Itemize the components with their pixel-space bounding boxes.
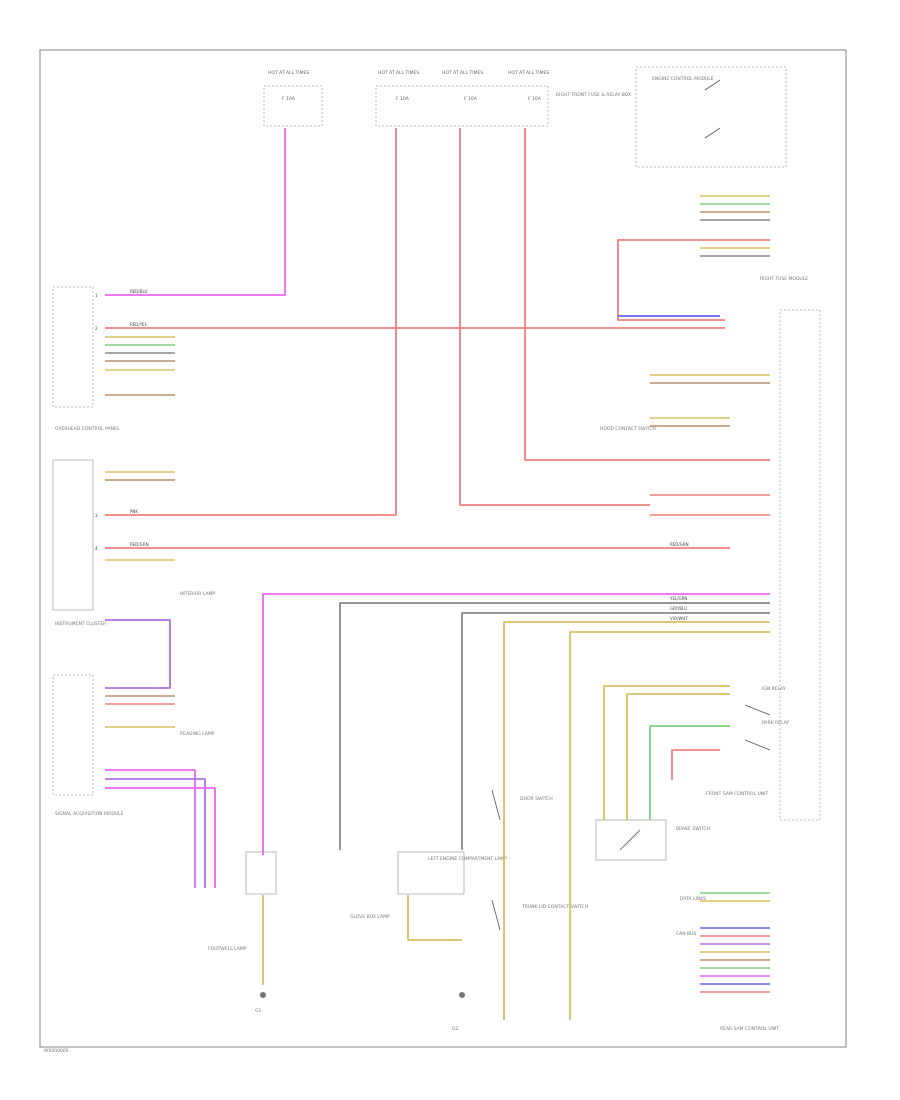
wire-label-7: GRY/BLU xyxy=(670,606,687,611)
fuse-top-label-2: HOT AT ALL TIMES xyxy=(378,70,419,76)
fuse-top-label-4: HOT AT ALL TIMES xyxy=(508,70,549,76)
front-sam-label: FRONT SAM CONTROL UNIT xyxy=(706,791,769,797)
switch-relay-top-1 xyxy=(704,79,721,91)
grounds xyxy=(260,992,465,998)
wire-red-main-2 xyxy=(459,128,650,506)
footwell-lamp-label: FOOTWELL LAMP xyxy=(208,946,247,952)
fuse-small-4: F 10A xyxy=(528,96,542,102)
wire-violet-signal-2 xyxy=(105,778,206,888)
wire-label-5: PNK xyxy=(130,509,138,514)
ign-relay-label: IGN RELAY xyxy=(762,686,786,692)
fuse-small-1: F 10A xyxy=(282,96,296,102)
wire-yellow-loop xyxy=(407,895,462,941)
pin-1: 1 xyxy=(95,293,98,298)
wire-code-labels: RED/BLU RED/YEL RED/GRN RED/GRN PNK YEL/… xyxy=(95,289,689,621)
fuse-box-left xyxy=(263,85,323,127)
ground-1-dot xyxy=(260,992,266,998)
signal-module-box xyxy=(52,674,94,796)
wire-yellow-long xyxy=(503,621,770,1020)
switch-relay-inner xyxy=(619,829,641,851)
ground-2-label: G2 xyxy=(452,1026,458,1032)
ground-1-label: G1 xyxy=(255,1008,261,1014)
wire-label-8: VIO/WHT xyxy=(670,616,688,621)
wire-red-main-1 xyxy=(105,128,397,516)
wire-violet-signal xyxy=(105,619,171,689)
module-bottom-mid xyxy=(397,851,465,895)
fuse-small-3: F 10A xyxy=(464,96,478,102)
wire-pink-signal-3 xyxy=(105,787,216,888)
pin-3: 3 xyxy=(95,513,98,518)
can-bus-label: CAN BUS xyxy=(676,931,696,937)
overhead-panel-box xyxy=(52,286,94,408)
wire-yellow-right-2 xyxy=(626,693,730,820)
door-switch-label: DOOR SWITCH xyxy=(520,796,553,802)
wire-yellow-down-2 xyxy=(569,631,770,1020)
switch-relay-top-2 xyxy=(704,127,721,139)
wire-red-right-loop xyxy=(617,239,770,321)
wire-green-right xyxy=(649,725,730,820)
data-links-label: DATA LINKS xyxy=(680,896,706,902)
reading-lamp-label: READING LAMP xyxy=(180,731,215,737)
rear-sam-label: REAR SAM CONTROL UNIT xyxy=(720,1026,779,1032)
wires xyxy=(105,128,770,1020)
trunk-lid-label: TRUNK LID CONTACT SWITCH xyxy=(521,904,588,910)
ground-2-dot xyxy=(459,992,465,998)
glove-box-label: GLOVE BOX LAMP xyxy=(350,914,390,920)
wire-pink-signal-1 xyxy=(105,769,196,888)
switch-symbols xyxy=(491,79,771,931)
wire-label-4: RED/GRN xyxy=(670,542,689,547)
wire-label-3: RED/GRN xyxy=(130,542,149,547)
right-panel-dashed xyxy=(779,309,821,821)
wire-label-2: RED/YEL xyxy=(130,322,148,327)
footer-code: W0000000 xyxy=(44,1048,69,1054)
instrument-cluster-label: INSTRUMENT CLUSTER xyxy=(55,621,106,627)
switch-hood xyxy=(491,789,501,821)
right-fuse-module-label: RIGHT FUSE MODULE xyxy=(760,276,808,282)
brake-switch-label: BRAKE SWITCH xyxy=(676,826,710,832)
wire-pink-overhead xyxy=(105,128,286,296)
switch-park xyxy=(744,739,771,751)
switch-ign xyxy=(744,704,771,716)
wire-label-6: YEL/GRN xyxy=(669,596,687,601)
wire-pink-down xyxy=(262,593,770,855)
pin-2: 2 xyxy=(95,326,98,331)
wire-label-1: RED/BLU xyxy=(130,289,148,294)
engine-control-label: ENGINE CONTROL MODULE xyxy=(652,76,714,82)
fuse-top-label-1: HOT AT ALL TIMES xyxy=(268,70,309,76)
fuse-box-group xyxy=(52,66,821,895)
hood-switch-label: HOOD CONTACT SWITCH xyxy=(600,426,656,432)
interior-lamp-label: INTERIOR LAMP xyxy=(180,591,215,597)
park-relay-label: PARK RELAY xyxy=(762,720,789,726)
overhead-panel-label: OVERHEAD CONTROL PANEL xyxy=(55,426,120,432)
fuse-small-2: F 10A xyxy=(396,96,410,102)
module-bottom-left xyxy=(245,851,277,895)
relay-inner-box xyxy=(595,819,667,861)
right-front-fuse-label: RIGHT FRONT FUSE & RELAY BOX xyxy=(556,92,631,98)
wire-gray-mid xyxy=(461,612,770,850)
signal-module-label: SIGNAL ACQUISITION MODULE xyxy=(55,811,124,817)
wire-red-right-stub xyxy=(671,749,720,780)
left-engine-comp-label: LEFT ENGINE COMPARTMENT LAMP xyxy=(428,856,507,862)
relay-box-top-right xyxy=(635,66,787,168)
wire-yellow-right-1 xyxy=(603,685,730,820)
diagram-frame xyxy=(39,49,847,1048)
wire-red-main-3 xyxy=(524,128,770,461)
fuse-top-label-3: HOT AT ALL TIMES xyxy=(442,70,483,76)
wire-gray-down xyxy=(339,602,770,850)
pin-4: 4 xyxy=(95,546,98,551)
instrument-cluster-box xyxy=(52,459,94,611)
fuse-box-right xyxy=(375,85,549,127)
switch-trunk xyxy=(491,899,501,931)
wire-stubs xyxy=(105,195,770,993)
